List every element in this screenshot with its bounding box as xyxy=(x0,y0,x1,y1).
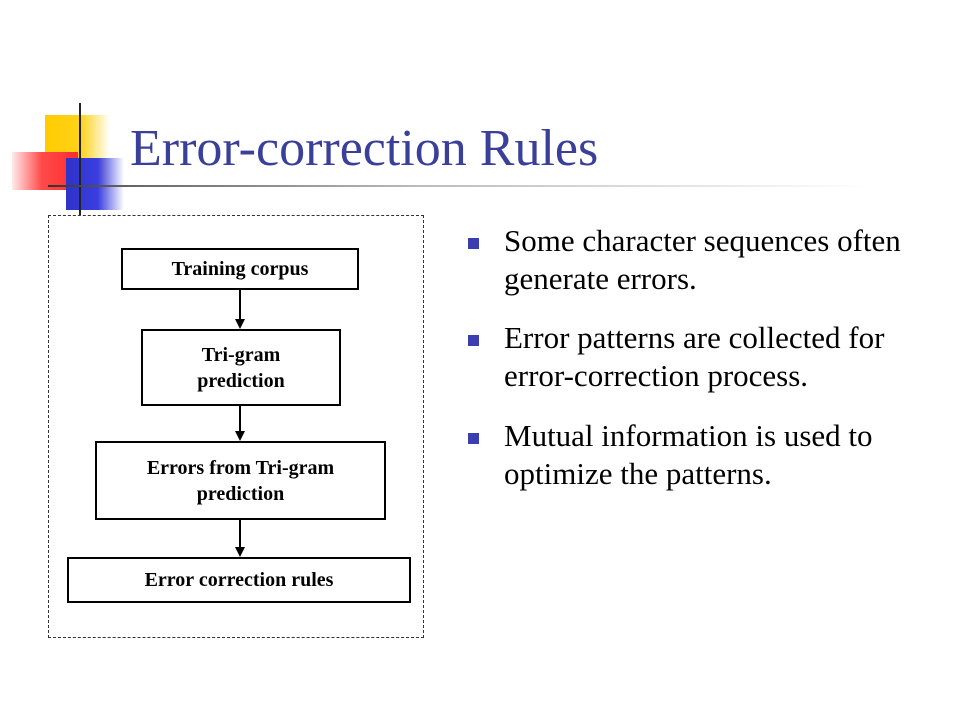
flow-step-error-correction-rules: Error correction rules xyxy=(67,557,411,603)
flow-step-training-corpus: Training corpus xyxy=(121,248,359,290)
decorative-blue-square xyxy=(66,158,124,210)
flow-step-label: Training corpus xyxy=(171,258,309,280)
flow-arrow-1 xyxy=(235,290,245,329)
flow-step-trigram-prediction: Tri-gram prediction xyxy=(141,329,341,406)
flow-arrow-2 xyxy=(235,406,245,441)
decorative-vertical-line xyxy=(79,103,81,215)
flow-diagram-frame xyxy=(48,215,424,638)
slide-title: Error-correction Rules xyxy=(130,120,599,177)
flow-step-label: Errors from Tri-gram prediction xyxy=(146,456,335,505)
flow-arrow-3 xyxy=(235,520,245,557)
bullet-text: Mutual information is used to optimize t… xyxy=(504,418,873,491)
square-bullet-icon xyxy=(468,238,479,249)
flow-step-label: Tri-gram prediction xyxy=(197,343,285,392)
square-bullet-icon xyxy=(468,335,479,346)
square-bullet-icon xyxy=(468,433,479,444)
title-underline-divider xyxy=(48,185,868,187)
flow-step-label: Error correction rules xyxy=(144,569,334,591)
flow-step-trigram-errors: Errors from Tri-gram prediction xyxy=(95,441,386,520)
bullet-text: Error patterns are collected for error-c… xyxy=(504,320,885,393)
bullet-text: Some character sequences often generate … xyxy=(504,223,901,296)
